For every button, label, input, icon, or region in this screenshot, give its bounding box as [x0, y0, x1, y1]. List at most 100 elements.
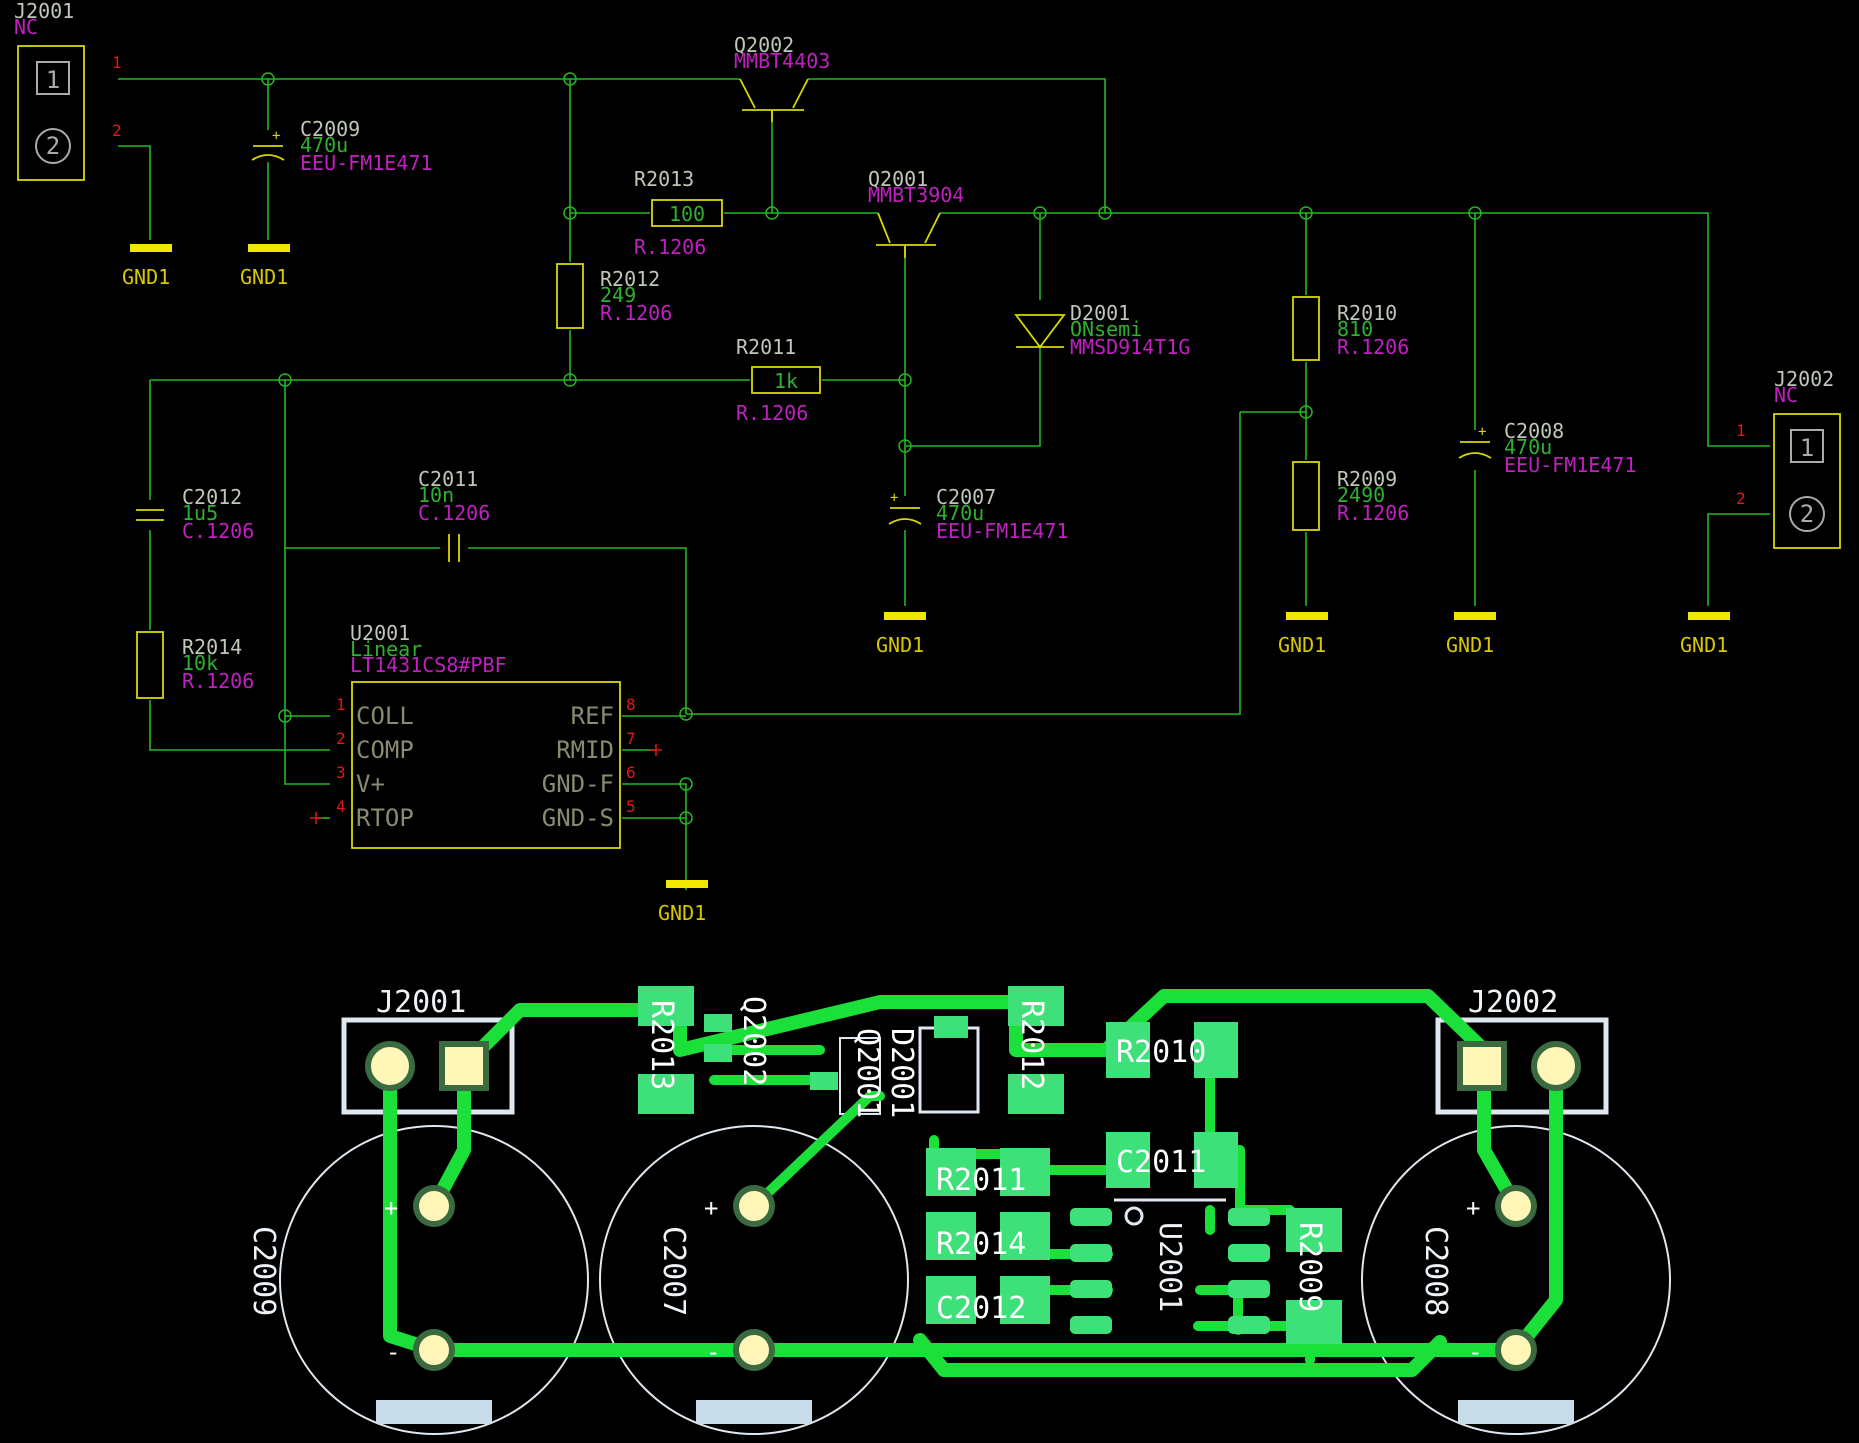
svg-text:GND1: GND1: [658, 901, 706, 925]
j2002-pin1: 1: [1736, 421, 1746, 440]
resistor-R2011[interactable]: R2011 1k R.1206: [736, 335, 821, 425]
c2008-pkg: EEU-FM1E471: [1504, 453, 1636, 477]
resistor-R2013[interactable]: R2013 100 R.1206: [634, 167, 723, 259]
r2011-ref: R2011: [736, 335, 796, 359]
pcb-layout: J2001 J2002 C2009 C2007 C2008 U2001 + - …: [246, 985, 1671, 1435]
c2009-pkg: EEU-FM1E471: [300, 151, 432, 175]
transistor-Q2001[interactable]: Q2001 MMBT3904: [868, 167, 964, 258]
svg-text:-: -: [1468, 1338, 1482, 1366]
schematic-wires: [118, 78, 1770, 890]
r2009-pkg: R.1206: [1337, 501, 1409, 525]
diode-D2001[interactable]: D2001 ONsemi MMSD914T1G: [1014, 301, 1190, 359]
pin-gnds-label: GND-S: [542, 804, 614, 832]
r2011-val: 1k: [774, 369, 798, 393]
pcb-r2014-label: R2014: [936, 1227, 1026, 1262]
q2001-part: MMBT3904: [868, 183, 964, 207]
connector-J2001[interactable]: J2001 NC 1 2 1 2: [14, 0, 122, 181]
pcb-c2012-label: C2012: [936, 1291, 1026, 1326]
r2009-ref: R2009: [1337, 467, 1397, 491]
svg-text:2: 2: [1800, 500, 1814, 528]
pcb-r2012-label: R2012: [1014, 1000, 1049, 1090]
pcb-r2009-label: R2009: [1292, 1222, 1327, 1312]
capacitor-C2011[interactable]: C2011 10n C.1206: [418, 467, 490, 562]
pcb-pads: [365, 986, 1581, 1371]
svg-text:GND1: GND1: [122, 265, 170, 289]
svg-text:2: 2: [46, 132, 60, 160]
junctions: [261, 72, 1482, 825]
ground-symbols: GND1 GND1 GND1 GND1 GND1 GND1 GND1: [122, 244, 1730, 925]
svg-text:-: -: [386, 1338, 400, 1366]
j2002-pin2: 2: [1736, 489, 1746, 508]
q2002-ref: Q2002: [734, 33, 794, 57]
r2013-pkg: R.1206: [634, 235, 706, 259]
pin-rtop-label: RTOP: [356, 804, 414, 832]
r2012-val: 249: [600, 283, 636, 307]
pcb-r2011-label: R2011: [936, 1163, 1026, 1198]
svg-text:GND1: GND1: [1278, 633, 1326, 657]
r2013-ref: R2013: [634, 167, 694, 191]
d2001-val: ONsemi: [1070, 317, 1142, 341]
ic-right-pins: 8 REF 7 RMID 6 GND-F 5 GND-S: [542, 695, 636, 832]
r2010-ref: R2010: [1337, 301, 1397, 325]
c2009-ref: C2009: [300, 117, 360, 141]
d2001-part: MMSD914T1G: [1070, 335, 1190, 359]
pcb-r2013-label: R2013: [644, 1000, 679, 1090]
j2001-pin1: 1: [112, 53, 122, 72]
schematic: J2001 NC 1 2 1 2 J2002 NC 1 2 1 2 Q2002 …: [14, 0, 1841, 925]
pcb-c2011-label: C2011: [1116, 1145, 1206, 1180]
u2001-val: Linear: [350, 637, 422, 661]
resistor-R2010[interactable]: R2010 810 R.1206: [1292, 296, 1409, 361]
svg-text:+: +: [384, 1194, 398, 1222]
pcb-r2010-label: R2010: [1116, 1035, 1206, 1070]
pcb-c2007-label: C2007: [656, 1226, 691, 1316]
capacitor-C2012[interactable]: C2012 1u5 C.1206: [136, 485, 254, 543]
r2010-val: 810: [1337, 317, 1373, 341]
svg-text:8: 8: [626, 695, 636, 714]
resistor-R2009[interactable]: R2009 2490 R.1206: [1292, 461, 1409, 531]
svg-text:GND1: GND1: [1680, 633, 1728, 657]
c2009-val: 470u: [300, 133, 348, 157]
capacitor-C2009[interactable]: + C2009 470u EEU-FM1E471: [251, 117, 432, 175]
pin-ref-label: REF: [571, 702, 614, 730]
pcb-d2001-label: D2001: [884, 1028, 919, 1118]
q2001-ref: Q2001: [868, 167, 928, 191]
capacitor-C2007[interactable]: + C2007 470u EEU-FM1E471: [888, 485, 1068, 543]
svg-text:GND1: GND1: [1446, 633, 1494, 657]
transistor-Q2002[interactable]: Q2002 MMBT4403: [734, 33, 830, 122]
j2001-pin2: 2: [112, 121, 122, 140]
j2001-val: NC: [14, 15, 38, 39]
svg-text:+: +: [1466, 1194, 1480, 1222]
c2012-ref: C2012: [182, 485, 242, 509]
capacitor-C2008[interactable]: + C2008 470u EEU-FM1E471: [1458, 419, 1636, 477]
pcb-c2009-label: C2009: [246, 1226, 281, 1316]
c2011-val: 10n: [418, 483, 454, 507]
svg-text:GND1: GND1: [240, 265, 288, 289]
c2008-val: 470u: [1504, 435, 1552, 459]
pcb-u2001-label: U2001: [1152, 1222, 1187, 1312]
ic-left-pins: 1 COLL 2 COMP 3 V+ 4 RTOP: [336, 695, 414, 832]
c2007-pkg: EEU-FM1E471: [936, 519, 1068, 543]
r2012-ref: R2012: [600, 267, 660, 291]
r2010-pkg: R.1206: [1337, 335, 1409, 359]
ic-U2001[interactable]: U2001 Linear LT1431CS8#PBF 1 COLL 2 COMP…: [310, 621, 662, 849]
r2012-pkg: R.1206: [600, 301, 672, 325]
j2001-ref: J2001: [14, 0, 74, 23]
svg-text:-: -: [706, 1338, 720, 1366]
q2002-part: MMBT4403: [734, 49, 830, 73]
d2001-ref: D2001: [1070, 301, 1130, 325]
svg-text:6: 6: [626, 763, 636, 782]
svg-text:+: +: [890, 490, 898, 506]
svg-text:1: 1: [336, 695, 346, 714]
resistor-R2012[interactable]: R2012 249 R.1206: [556, 263, 672, 329]
svg-text:3: 3: [336, 763, 346, 782]
u2001-part: LT1431CS8#PBF: [350, 653, 507, 677]
c2011-ref: C2011: [418, 467, 478, 491]
resistor-R2014[interactable]: R2014 10k R.1206: [136, 631, 254, 699]
connector-J2002[interactable]: J2002 NC 1 2 1 2: [1736, 367, 1841, 549]
r2013-val: 100: [669, 202, 705, 226]
pin-gndf-label: GND-F: [542, 770, 614, 798]
r2014-pkg: R.1206: [182, 669, 254, 693]
svg-text:+: +: [1478, 424, 1486, 440]
r2009-val: 2490: [1337, 483, 1385, 507]
